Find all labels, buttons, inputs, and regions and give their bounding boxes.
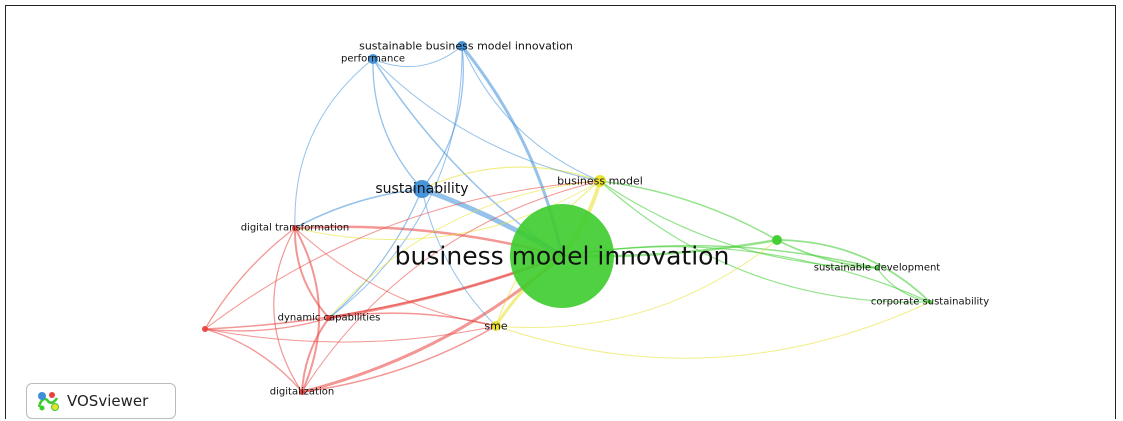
edge-dt-r1 bbox=[204, 227, 296, 330]
edge-dt-dig bbox=[294, 227, 321, 393]
node-label-bmi: business model innovation bbox=[395, 242, 730, 271]
vosviewer-logo-icon bbox=[37, 392, 59, 411]
edge-dig-bm bbox=[301, 180, 601, 393]
edge-dc-sme bbox=[328, 312, 497, 327]
node-label-dt: digital transformation bbox=[241, 223, 350, 234]
vosviewer-logo-text: VOSviewer bbox=[67, 392, 149, 410]
edge-dig-r1 bbox=[204, 328, 303, 393]
edge-sust-sbmi bbox=[421, 45, 464, 190]
node-label-sust: sustainability bbox=[375, 181, 468, 197]
edge-g1-sd bbox=[776, 239, 878, 269]
node-layer bbox=[202, 41, 932, 395]
node-sbmi[interactable] bbox=[457, 41, 467, 51]
edge-dig-sme bbox=[301, 325, 497, 393]
node-perf[interactable] bbox=[368, 54, 378, 64]
node-dc[interactable] bbox=[326, 315, 332, 321]
node-g1[interactable] bbox=[772, 235, 782, 245]
edge-sd-cs bbox=[876, 267, 931, 303]
node-label-cs: corporate sustainability bbox=[871, 297, 989, 308]
edge-bm-dc bbox=[328, 180, 601, 319]
edge-dc-r1 bbox=[204, 317, 330, 332]
edge-g1-cs bbox=[776, 239, 931, 303]
edge-bm-g1 bbox=[599, 180, 778, 241]
node-label-bm: business model bbox=[557, 175, 643, 188]
edge-sbmi-dc bbox=[328, 45, 463, 319]
node-label-dig: digitalization bbox=[270, 387, 334, 398]
edge-perf-dt bbox=[294, 58, 374, 229]
label-layer: business model innovation sustainability b… bbox=[241, 40, 989, 398]
node-label-sbmi: sustainable business model innovation bbox=[359, 40, 573, 53]
vosviewer-logo: VOSviewer bbox=[26, 383, 176, 419]
edge-sust-dt bbox=[294, 188, 423, 229]
node-r1[interactable] bbox=[202, 326, 208, 332]
edge-dt-dc bbox=[293, 227, 330, 319]
node-label-sme: sme bbox=[484, 320, 507, 333]
edge-perf-bm bbox=[372, 58, 601, 182]
edge-sme-cs bbox=[495, 301, 931, 359]
node-label-perf: performance bbox=[341, 54, 405, 65]
edge-sust-bm bbox=[421, 166, 601, 190]
node-bmi[interactable] bbox=[510, 204, 614, 308]
node-dt[interactable] bbox=[292, 225, 298, 231]
node-dig[interactable] bbox=[299, 389, 305, 395]
edge-bm-cs bbox=[599, 180, 931, 303]
edge-sbmi-bm bbox=[461, 45, 601, 182]
node-sme[interactable] bbox=[491, 321, 501, 331]
edge-sme-g1 bbox=[495, 239, 778, 329]
edge-dc-dig bbox=[301, 317, 330, 393]
node-label-dc: dynamic capabilities bbox=[278, 313, 381, 324]
edge-bm-dt bbox=[294, 180, 601, 241]
node-bm[interactable] bbox=[594, 175, 606, 187]
node-sust[interactable] bbox=[413, 180, 431, 198]
edge-sust-dc bbox=[328, 188, 423, 319]
edge-sbmi-perf bbox=[372, 45, 463, 68]
node-label-sd: sustainable development bbox=[814, 263, 941, 274]
edge-sust-perf bbox=[372, 58, 423, 190]
edge-r1-sme bbox=[204, 325, 497, 343]
edge-r1-bm bbox=[204, 180, 601, 330]
edge-sust-sme bbox=[421, 188, 497, 327]
edge-dt-sme bbox=[294, 227, 497, 327]
node-sd[interactable] bbox=[875, 266, 879, 270]
edge-bm-sd bbox=[599, 180, 878, 269]
node-cs[interactable] bbox=[928, 300, 932, 304]
edge-dt-dig bbox=[273, 227, 303, 393]
